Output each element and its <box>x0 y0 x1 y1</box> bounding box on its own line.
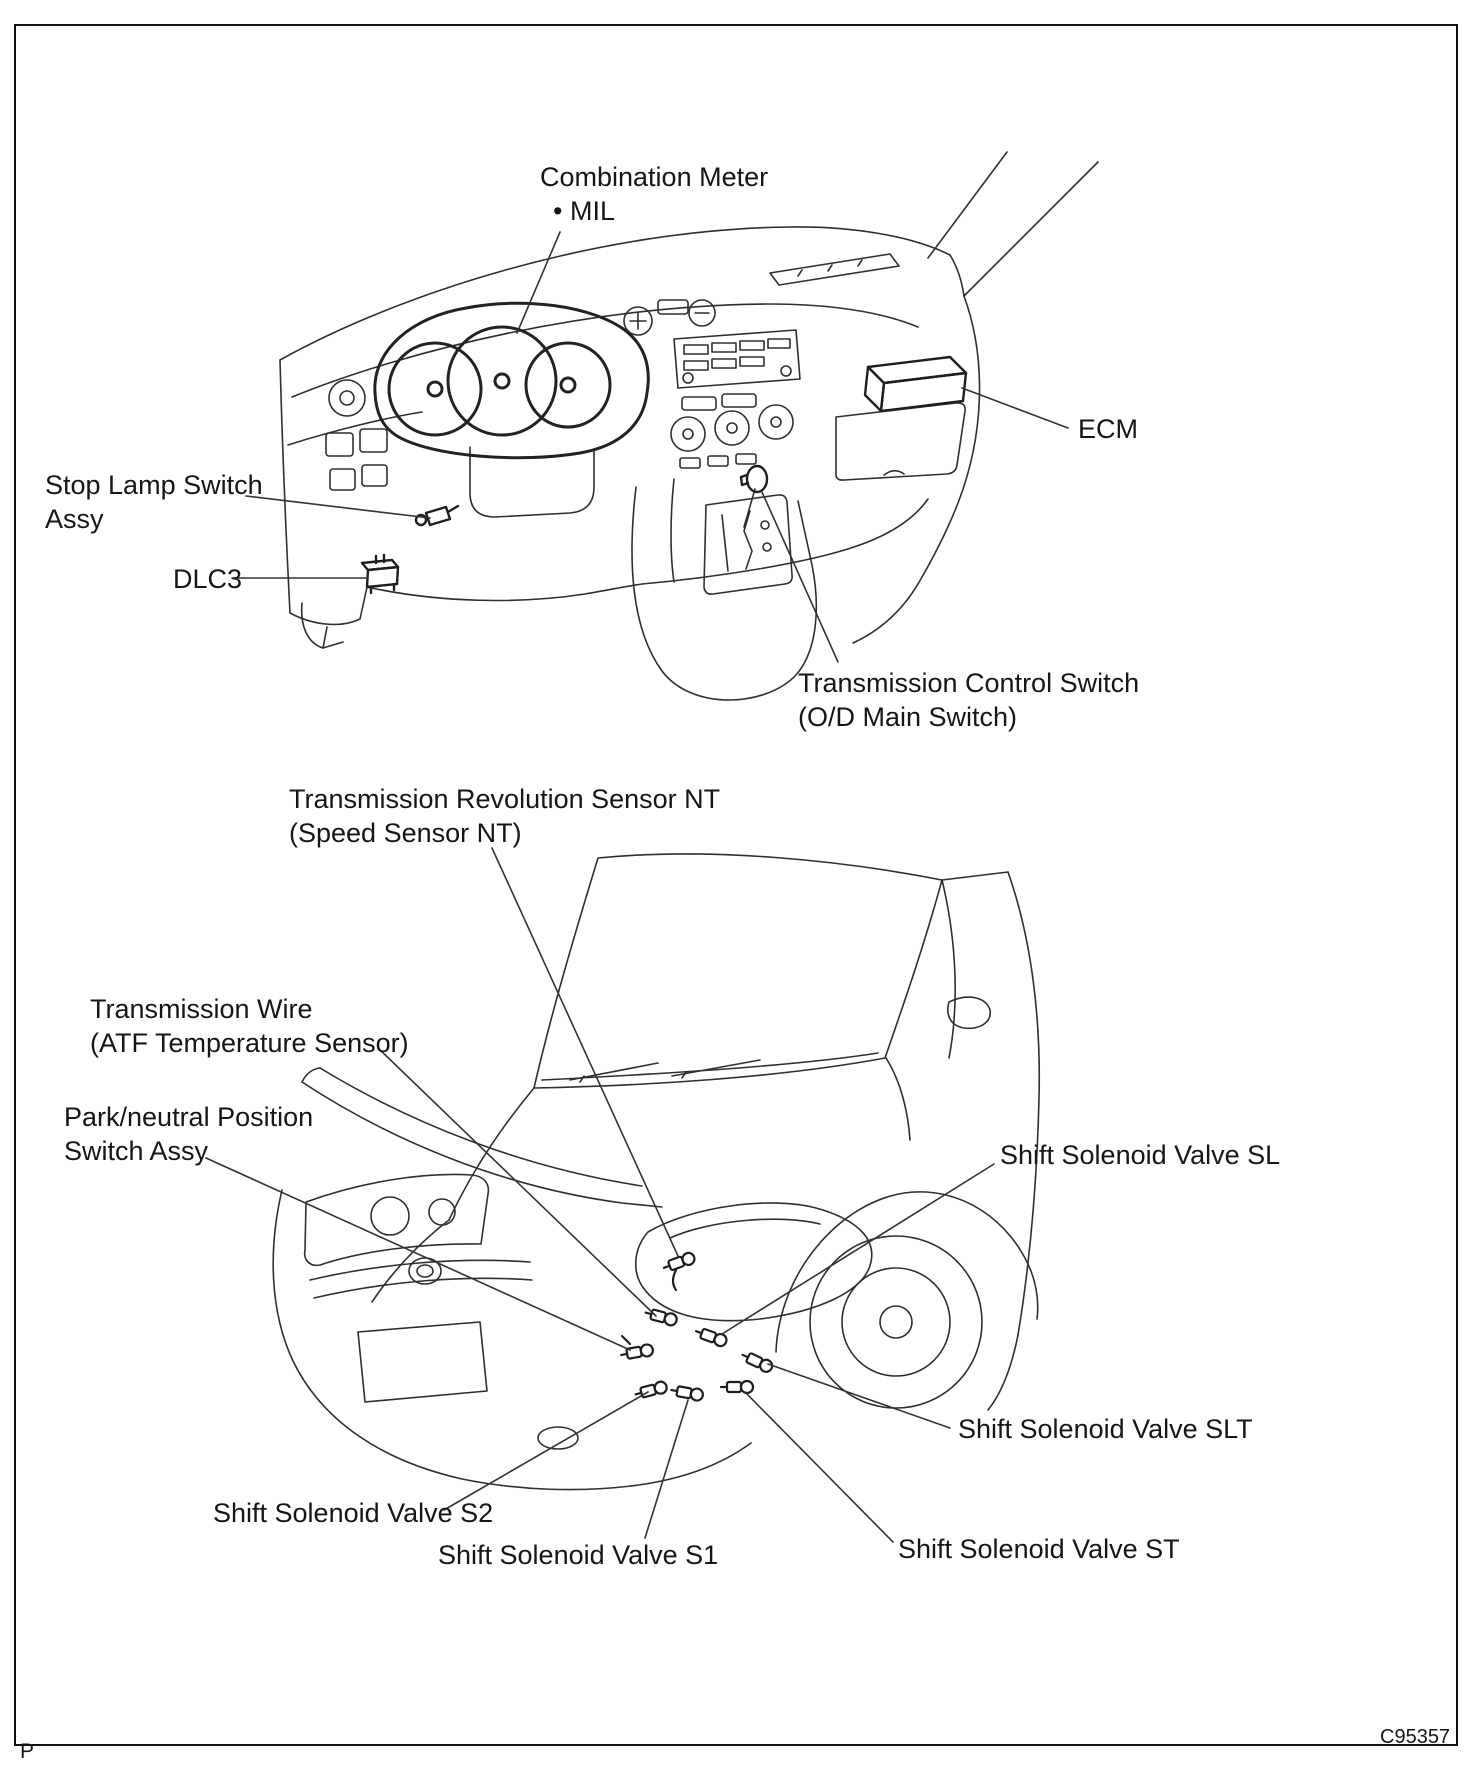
solenoid-st-label: Shift Solenoid Valve ST <box>898 1534 1180 1564</box>
mil-label: • MIL <box>553 196 615 226</box>
solenoid-s1-drawing <box>669 1383 705 1403</box>
figure-border <box>14 24 1458 1746</box>
combination-meter-drawing <box>373 301 650 460</box>
solenoid-sl-label: Shift Solenoid Valve SL <box>1000 1140 1281 1170</box>
combination-meter-label: Combination Meter <box>540 162 769 192</box>
figure-code: C95357 <box>1380 1726 1451 1748</box>
page-letter: P <box>20 1740 35 1763</box>
atf-temperature-sensor-drawing <box>642 1305 680 1328</box>
stop-lamp-switch-label: Stop Lamp Switch Assy <box>45 470 263 534</box>
dashboard-illustration <box>279 151 1099 701</box>
ecm-label: ECM <box>1078 414 1138 444</box>
shift-lever-knob-drawing <box>739 464 769 494</box>
nt-speed-sensor-drawing <box>660 1250 698 1275</box>
stop-lamp-switch-drawing <box>414 504 460 527</box>
transmission-wire-label: Transmission Wire (ATF Temperature Senso… <box>90 994 409 1058</box>
solenoid-s2-label: Shift Solenoid Valve S2 <box>213 1498 494 1528</box>
transmission-components-drawing <box>619 1250 776 1403</box>
dlc3-label: DLC3 <box>173 564 243 594</box>
revolution-sensor-label: Transmission Revolution Sensor NT (Speed… <box>289 784 721 848</box>
park-neutral-switch-label: Park/neutral Position Switch Assy <box>64 1102 314 1166</box>
dlc3-connector-drawing <box>360 553 400 595</box>
solenoid-s2-drawing <box>632 1379 670 1402</box>
park-neutral-switch-drawing <box>619 1342 655 1362</box>
solenoid-st-drawing <box>719 1379 755 1395</box>
ecm-drawing <box>863 355 968 413</box>
transmission-control-switch-label: Transmission Control Switch (O/D Main Sw… <box>798 668 1140 732</box>
solenoid-slt-label: Shift Solenoid Valve SLT <box>958 1414 1253 1444</box>
solenoid-s1-label: Shift Solenoid Valve S1 <box>438 1540 719 1570</box>
solenoid-sl-drawing <box>692 1324 730 1349</box>
solenoid-slt-drawing <box>738 1348 776 1375</box>
